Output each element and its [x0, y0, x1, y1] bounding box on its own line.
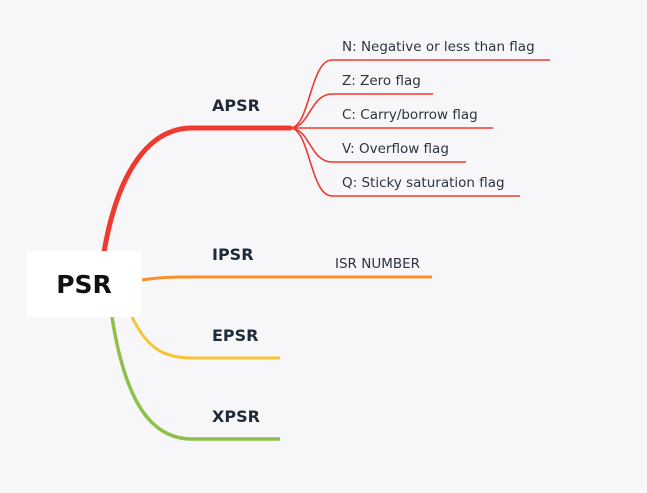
- connector-root-epsr: [130, 316, 280, 360]
- branch-ipsr[interactable]: IPSR: [212, 245, 254, 264]
- branch-epsr[interactable]: EPSR: [212, 326, 259, 345]
- connector-root-apsr: [101, 125, 293, 255]
- leaf-apsr-n[interactable]: N: Negative or less than flag: [342, 39, 535, 55]
- leaf-apsr-c[interactable]: C: Carry/borrow flag: [342, 107, 478, 123]
- connector-apsr-q: [289, 127, 520, 197]
- connector-apsr-z: [289, 93, 433, 129]
- leaf-apsr-z[interactable]: Z: Zero flag: [342, 73, 421, 89]
- connector-apsr-n: [289, 59, 550, 129]
- leaf-apsr-q[interactable]: Q: Sticky saturation flag: [342, 175, 505, 191]
- connector-root-xpsr: [110, 316, 280, 441]
- connector-root-ipsr: [141, 275, 432, 282]
- leaf-ipsr-isr-number[interactable]: ISR NUMBER: [335, 256, 421, 272]
- leaf-apsr-v[interactable]: V: Overflow flag: [342, 141, 449, 157]
- root-node-psr[interactable]: PSR: [26, 251, 142, 317]
- branch-xpsr[interactable]: XPSR: [212, 407, 260, 426]
- connector-apsr-v: [289, 127, 466, 163]
- root-label: PSR: [56, 269, 112, 299]
- branch-apsr[interactable]: APSR: [212, 96, 260, 115]
